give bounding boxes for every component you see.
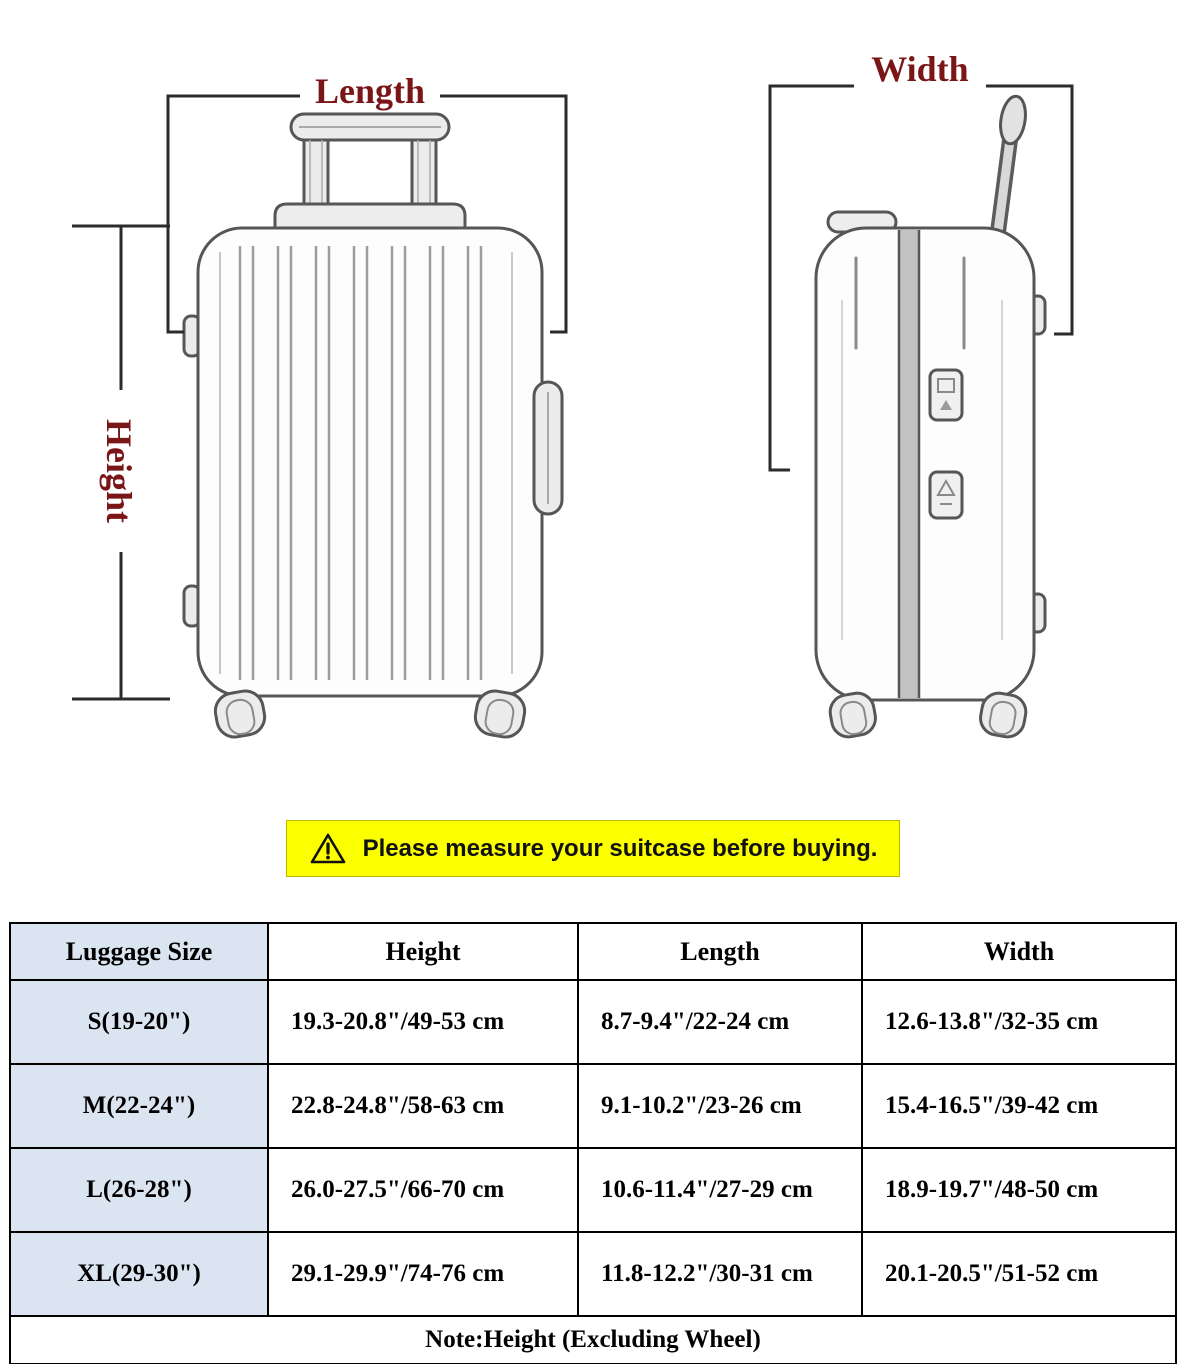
- size-cell: L(26-28"): [9, 1147, 269, 1233]
- side-right-wheel: [979, 691, 1028, 739]
- size-row-xl: XL(29-30") 29.1-29.9"/74-76 cm 11.8-12.2…: [9, 1231, 1177, 1317]
- size-row-s: S(19-20") 19.3-20.8"/49-53 cm 8.7-9.4"/2…: [9, 979, 1177, 1065]
- size-row-m: M(22-24") 22.8-24.8"/58-63 cm 9.1-10.2"/…: [9, 1063, 1177, 1149]
- height-cell: 29.1-29.9"/74-76 cm: [267, 1231, 579, 1317]
- width-label: Width: [871, 49, 969, 89]
- length-label: Length: [314, 71, 426, 111]
- height-label: Height: [99, 419, 139, 523]
- suitcase-drawing: [72, 84, 1074, 739]
- side-left-wheel: [828, 691, 877, 739]
- width-bracket: [768, 84, 1074, 472]
- length-cell: 8.7-9.4"/22-24 cm: [577, 979, 863, 1065]
- size-cell: S(19-20"): [9, 979, 269, 1065]
- warning-triangle-icon: [310, 833, 345, 863]
- width-cell: 18.9-19.7"/48-50 cm: [861, 1147, 1177, 1233]
- col-header-width: Width: [861, 922, 1177, 981]
- front-suitcase: [182, 112, 564, 739]
- latch-buttons: [928, 368, 964, 520]
- height-cell: 19.3-20.8"/49-53 cm: [267, 979, 579, 1065]
- width-cell: 12.6-13.8"/32-35 cm: [861, 979, 1177, 1065]
- table-header-row: Luggage Size Height Length Width: [9, 922, 1177, 981]
- dimension-brackets: [72, 84, 1074, 701]
- table-note: Note:Height (Excluding Wheel): [9, 1315, 1177, 1364]
- col-header-height: Height: [267, 922, 579, 981]
- length-cell: 9.1-10.2"/23-26 cm: [577, 1063, 863, 1149]
- length-bracket: [166, 94, 568, 334]
- col-header-length: Length: [577, 922, 863, 981]
- size-table: Luggage Size Height Length Width S(19-20…: [9, 922, 1177, 1364]
- size-cell: M(22-24"): [9, 1063, 269, 1149]
- front-left-wheel: [213, 689, 267, 739]
- height-bracket: [72, 224, 170, 701]
- length-cell: 11.8-12.2"/30-31 cm: [577, 1231, 863, 1317]
- warning-banner: Please measure your suitcase before buyi…: [286, 820, 900, 877]
- suitcase-diagram: Length Height Width: [72, 49, 1074, 739]
- front-right-wheel: [473, 689, 527, 739]
- height-cell: 26.0-27.5"/66-70 cm: [267, 1147, 579, 1233]
- size-cell: XL(29-30"): [9, 1231, 269, 1317]
- width-cell: 20.1-20.5"/51-52 cm: [861, 1231, 1177, 1317]
- length-cell: 10.6-11.4"/27-29 cm: [577, 1147, 863, 1233]
- note-row: Note:Height (Excluding Wheel): [9, 1315, 1177, 1364]
- width-cell: 15.4-16.5"/39-42 cm: [861, 1063, 1177, 1149]
- col-header-luggage-size: Luggage Size: [9, 922, 269, 981]
- height-cell: 22.8-24.8"/58-63 cm: [267, 1063, 579, 1149]
- side-suitcase: [814, 94, 1047, 739]
- size-row-l: L(26-28") 26.0-27.5"/66-70 cm 10.6-11.4"…: [9, 1147, 1177, 1233]
- warning-text: Please measure your suitcase before buyi…: [362, 834, 878, 862]
